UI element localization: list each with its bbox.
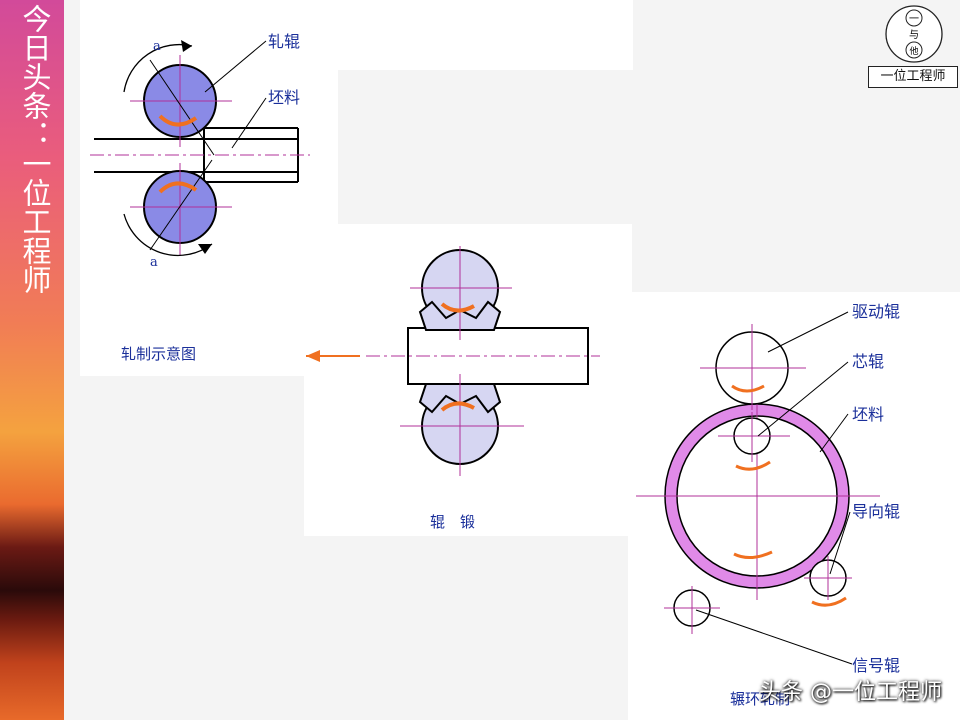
logo-glyph-2: 与 xyxy=(909,29,919,41)
label-roller: 轧辊 xyxy=(268,32,300,51)
watermark: 头条 @一位工程师 xyxy=(759,680,942,705)
signal-roller xyxy=(664,586,720,634)
forging-top-roller xyxy=(410,246,512,340)
forging-caption: 辊 锻 xyxy=(430,513,476,531)
core-roller xyxy=(718,412,790,471)
angle-label-bottom: a xyxy=(150,255,158,270)
label-ring-blank: 坯料 xyxy=(852,405,884,424)
logo: 一 与 他 一位工程师 xyxy=(868,4,958,88)
rolling-panel-ext xyxy=(80,0,633,70)
label-core-roller: 芯辊 xyxy=(852,352,884,371)
angle-label-top: a xyxy=(153,39,161,54)
drive-roller xyxy=(700,324,806,410)
logo-glyph-1: 一 xyxy=(909,14,919,25)
label-drive-roller: 驱动辊 xyxy=(852,302,900,321)
guide-roller xyxy=(804,556,852,607)
rolling-caption: 轧制示意图 xyxy=(121,345,197,363)
sidebar-title: 今日头条：一位工程师 xyxy=(18,4,52,294)
sidebar: 今日头条：一位工程师 xyxy=(0,0,64,720)
label-guide-roller: 导向辊 xyxy=(852,502,900,521)
label-signal-roller: 信号辊 xyxy=(852,656,900,675)
logo-icon: 一 与 他 xyxy=(885,5,943,63)
logo-glyph-3: 他 xyxy=(909,45,918,57)
logo-text: 一位工程师 xyxy=(868,66,958,88)
label-blank: 坯料 xyxy=(268,88,300,107)
ring-caption: 辗环轧制 xyxy=(730,690,791,708)
forging-bottom-roller xyxy=(400,374,524,476)
